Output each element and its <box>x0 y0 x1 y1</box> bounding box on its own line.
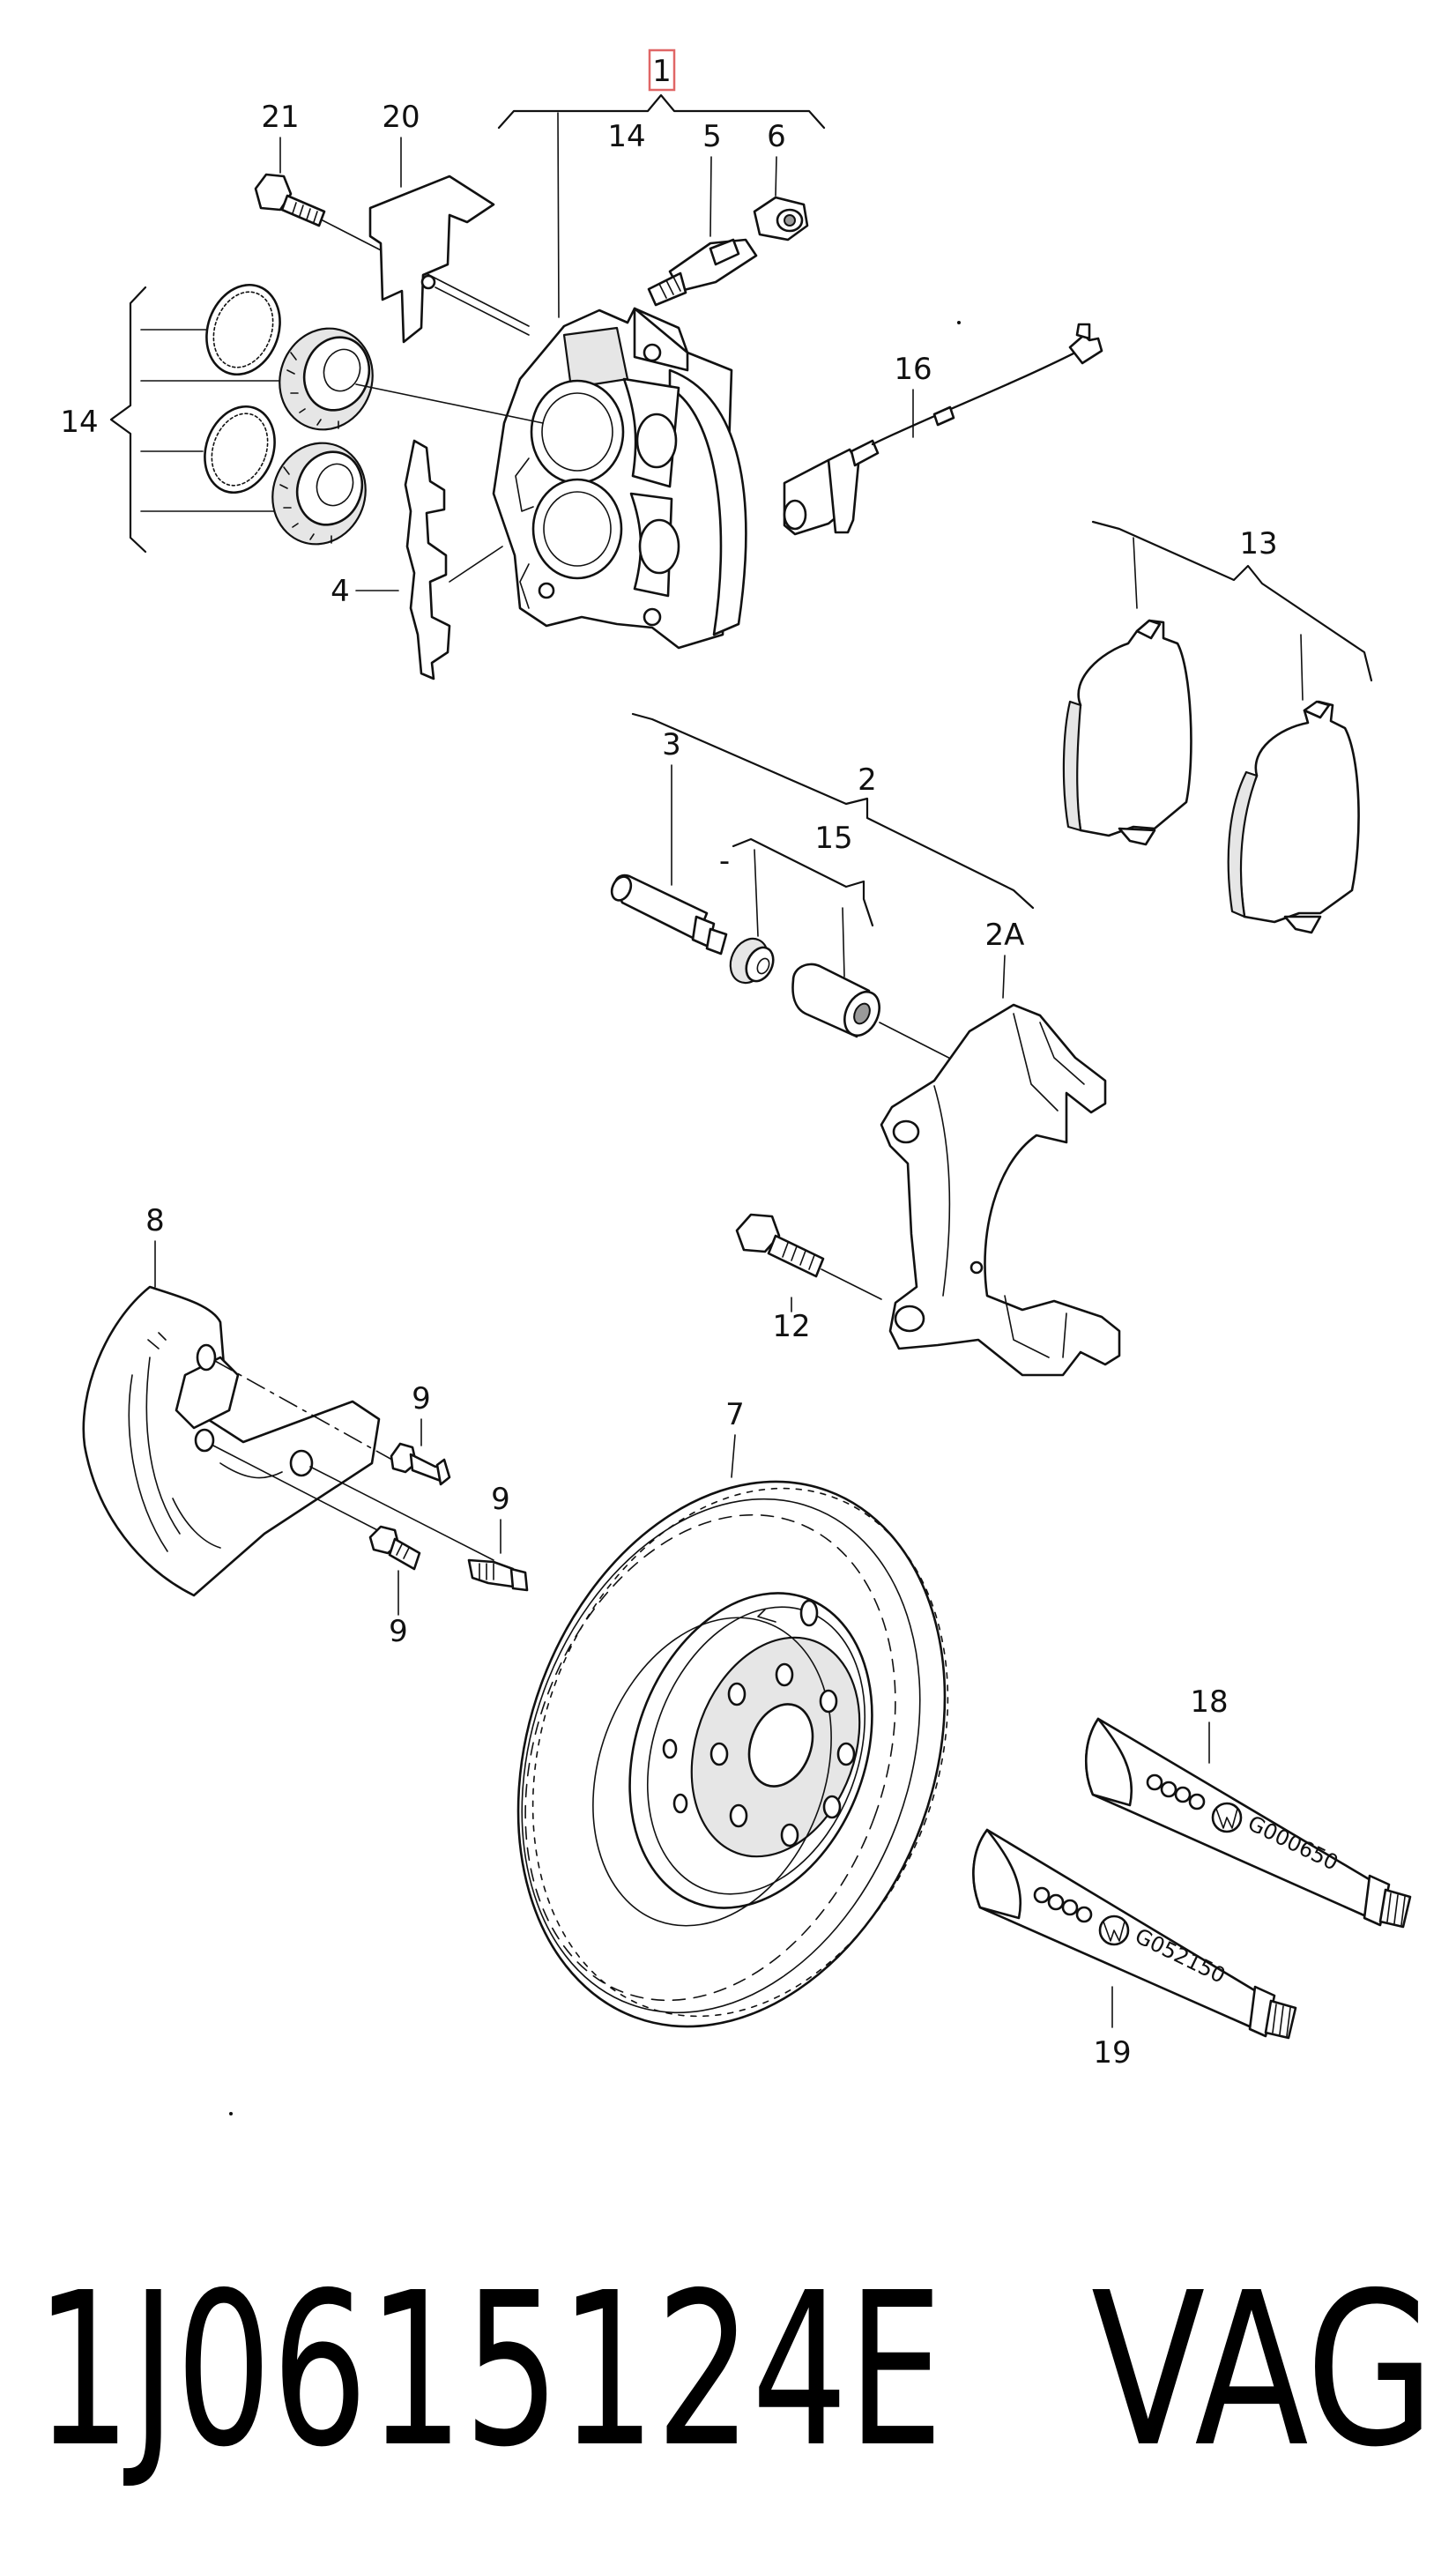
part-8-splash-shield: 8 <box>82 1203 494 1597</box>
pin-bushing-small <box>729 937 775 985</box>
part-2a-carrier[interactable]: 2A <box>880 918 1121 1377</box>
callout-9c: 9 <box>389 1614 408 1649</box>
callout-19: 19 <box>1093 2035 1131 2071</box>
callout-20: 20 <box>382 100 420 135</box>
part-3-guide-pin <box>610 874 728 955</box>
part-21-bolt: 21 <box>254 100 530 327</box>
top-group-bracket: 1 14 5 6 <box>497 48 826 318</box>
callout-9b: 9 <box>491 1482 510 1517</box>
callout-15: 15 <box>814 821 852 856</box>
callout-7: 7 <box>725 1397 745 1432</box>
part-9-bolts: 9 9 9 <box>368 1381 529 1649</box>
part-20-bracket: 20 <box>368 100 530 344</box>
part-18-grease-tube: 18 G000650 <box>1085 1684 1412 1929</box>
part-number: 1J0615124E <box>35 2247 943 2494</box>
pin-group-bracket: 2 3 15 - <box>631 712 1035 978</box>
callout-14-top: 14 <box>607 119 645 154</box>
callout-5: 5 <box>702 119 722 154</box>
brand-name: VAG <box>1091 2247 1435 2494</box>
part-16-wear-sensor: 16 <box>783 323 1103 536</box>
callout-14-left: 14 <box>60 405 98 440</box>
disc-bolt-holes <box>662 1599 856 1848</box>
callout-9a: 9 <box>412 1381 431 1416</box>
part-14-seal-kit: 14 <box>60 286 283 554</box>
seal-ring-lower <box>204 405 276 494</box>
part-1-caliper[interactable] <box>492 307 747 650</box>
callout-4: 4 <box>331 574 350 609</box>
callout-16: 16 <box>894 352 932 387</box>
part-7-brake-disc[interactable]: 7 <box>445 1397 1019 2086</box>
callout-12: 12 <box>772 1309 810 1344</box>
part-4-spring: 4 <box>331 439 503 680</box>
part-1-highlight-box[interactable] <box>648 48 676 92</box>
callout-13: 13 <box>1239 526 1277 561</box>
callout-21: 21 <box>261 100 299 135</box>
piston-boot-upper <box>279 327 544 431</box>
callout-8: 8 <box>145 1203 165 1238</box>
part-6-cap <box>753 196 809 242</box>
callout-dash: - <box>719 844 730 879</box>
piston-boot-lower <box>271 442 367 546</box>
tube-19-dots <box>1033 1886 1093 1923</box>
part-5-bleeder <box>647 238 758 307</box>
callout-6: 6 <box>767 119 786 154</box>
footer: 1J0615124E VAG <box>35 2247 1435 2494</box>
callout-2: 2 <box>858 762 877 798</box>
part-19-grease-tube: G052150 19 <box>972 1828 1297 2071</box>
part-13-brake-pads: 13 <box>1062 520 1373 934</box>
callout-1: 1 <box>652 54 672 89</box>
callout-2a: 2A <box>985 918 1025 953</box>
callout-3: 3 <box>662 727 681 762</box>
part-12-bolt: 12 <box>735 1213 882 1344</box>
part-15-pin-boot <box>791 963 970 1069</box>
seal-ring-upper <box>205 283 281 376</box>
callout-18: 18 <box>1190 1684 1228 1720</box>
tube-18-dots <box>1146 1773 1206 1810</box>
